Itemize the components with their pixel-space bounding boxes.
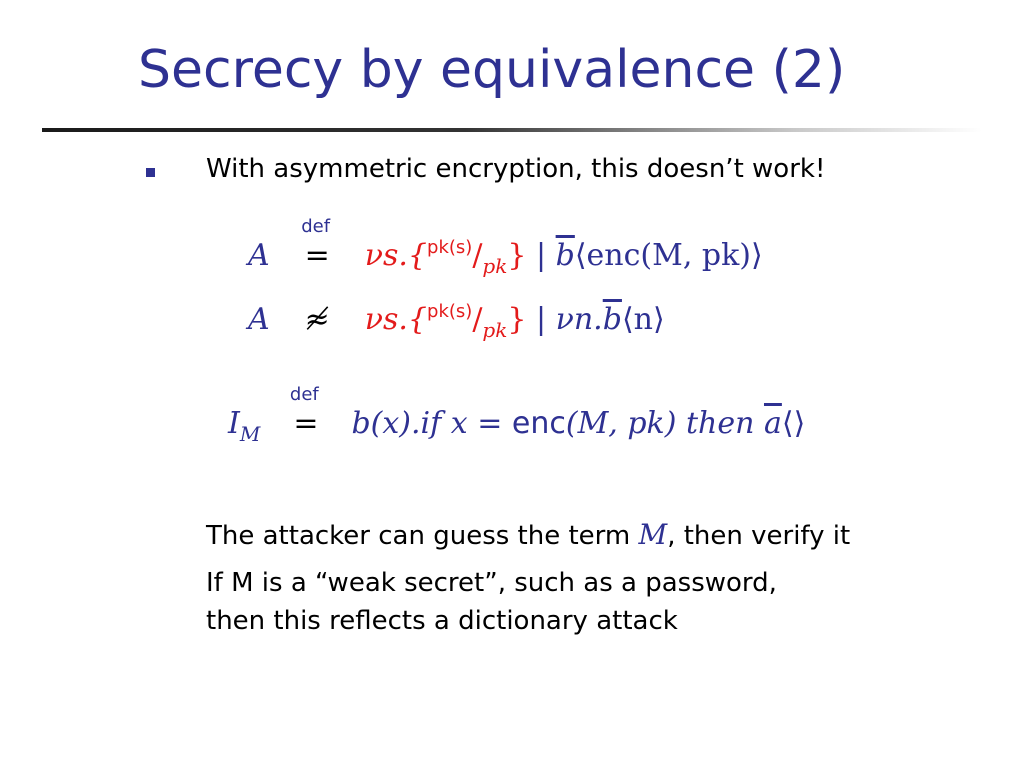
eq3-lhs-sub: M <box>239 422 261 446</box>
eq3-relation: def = <box>284 384 328 442</box>
eq3-if: if <box>420 406 442 441</box>
para1-pre: The attacker can guess the term <box>206 521 639 551</box>
eq2-lhs: A <box>248 302 270 337</box>
eq2-close: } <box>507 302 527 337</box>
eq2-new-name: νn. <box>555 302 603 337</box>
eq1-frac-sep: / <box>472 238 483 273</box>
eq2-frac-num: pk(s) <box>427 301 473 322</box>
eq3-lhs: I <box>228 406 240 441</box>
eq1-equals: = <box>304 238 330 273</box>
eq3-input: b(x). <box>351 406 421 441</box>
eq2-parallel: | <box>526 302 556 337</box>
eq3-equals: = <box>293 406 319 441</box>
eq1-lhs: A <box>248 238 270 273</box>
eq1-close: } <box>507 238 527 273</box>
eq2-payload: ⟨n⟩ <box>621 302 665 337</box>
equation-line-2: A ≉ νs.{pk(s)/pk} | νn.b⟨n⟩ <box>248 301 665 342</box>
eq2-frac-den: pk <box>482 318 508 342</box>
eq1-payload: ⟨enc(M, pk)⟩ <box>574 238 763 273</box>
para1-math: M <box>638 518 668 551</box>
para1-post: , then verify it <box>667 521 851 551</box>
paragraph-guess: The attacker can guess the term M, then … <box>206 518 850 552</box>
eq2-channel: b <box>602 302 622 337</box>
slide-title: Secrecy by equivalence (2) <box>138 40 846 100</box>
eq1-relation: def = <box>295 216 339 274</box>
eq1-restriction: νs.{ <box>364 238 428 273</box>
equation-line-1: A def = νs.{pk(s)/pk} | b⟨enc(M, pk)⟩ <box>248 216 763 278</box>
eq1-channel: b <box>555 238 575 273</box>
paragraph-weak-secret-line-2: then this reflects a dictionary attack <box>206 606 678 636</box>
eq3-enc: enc <box>511 406 566 441</box>
eq1-frac-den: pk <box>482 254 508 278</box>
eq2-relation: ≉ <box>295 302 339 338</box>
eq1-parallel: | <box>526 238 556 273</box>
eq3-args: (M, pk) <box>565 406 677 441</box>
equation-line-3: IM def = b(x).if x = enc(M, pk) then a⟨⟩ <box>228 384 806 446</box>
eq1-def-label: def <box>301 216 331 237</box>
eq1-frac-num: pk(s) <box>427 237 473 258</box>
eq3-cond: x = <box>441 406 512 441</box>
title-divider <box>42 128 982 132</box>
bullet-square-icon <box>146 168 155 177</box>
paragraph-weak-secret-line-1: If M is a “weak secret”, such as a passw… <box>206 568 777 598</box>
eq3-payload: ⟨⟩ <box>781 406 806 441</box>
eq2-not-approx: ≉ <box>304 302 330 337</box>
eq3-def-label: def <box>289 384 319 405</box>
bullet-text: With asymmetric encryption, this doesn’t… <box>206 154 826 184</box>
eq2-frac-sep: / <box>472 302 483 337</box>
eq2-restriction: νs.{ <box>364 302 428 337</box>
eq3-then: then <box>676 406 764 441</box>
eq3-channel: a <box>763 406 782 441</box>
